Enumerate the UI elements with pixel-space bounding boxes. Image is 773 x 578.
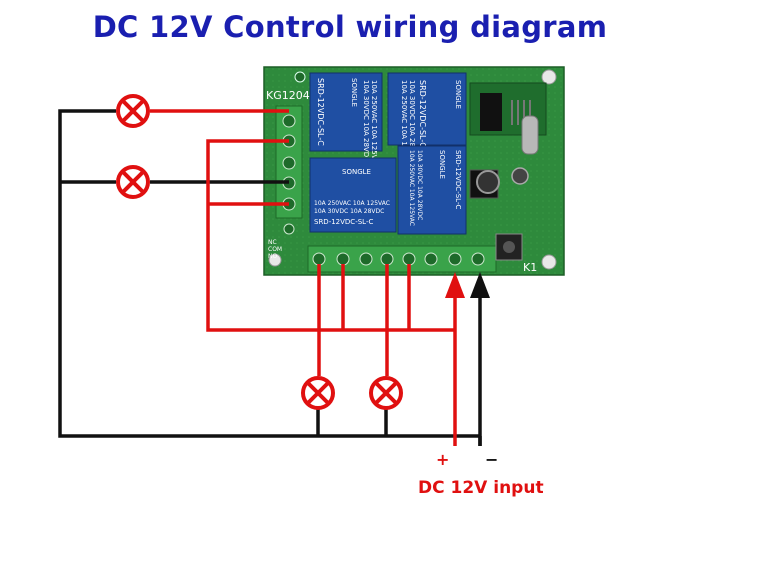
terminal-screw-icon [448, 252, 462, 266]
relay-rating: 10A 250VAC 10A 125VAC [370, 80, 378, 169]
relay-board: KG1204 NC COM NO K1 [263, 66, 565, 276]
capacitor-icon [476, 170, 500, 194]
negative-label: − [485, 450, 499, 469]
relay-brand: SONGLE [350, 78, 358, 107]
capacitor-icon [511, 167, 529, 185]
terminal-screw-icon [283, 223, 295, 235]
relay-rating: 10A 250VAC 10A 125VAC [314, 200, 390, 207]
diagram-title: DC 12V Control wiring diagram [92, 10, 608, 44]
mounting-hole-icon [541, 69, 557, 85]
relay-rating: 10A 30VDC 10A 28VDC [314, 208, 384, 215]
terminal-label-com: COM [268, 246, 282, 253]
negative-wiring [58, 109, 482, 446]
mounting-hole-icon [268, 253, 282, 267]
relay-model: SRD-12VDC-SL-C [454, 150, 462, 209]
relay-rating: 10A 30VDC 10A 28VDC [416, 150, 423, 220]
relay-3: SONGLE 10A 250VAC 10A 125VAC 10A 30VDC 1… [309, 157, 397, 233]
relay-2: SONGLE 10A 250VAC 10A 125VAC 10A 30VDC 1… [387, 72, 467, 169]
terminal-screw-icon [282, 114, 296, 128]
relay-brand: SONGLE [438, 150, 446, 179]
relay-brand: SONGLE [454, 80, 462, 109]
terminal-screw-icon [359, 252, 373, 266]
terminal-screw-icon [336, 252, 350, 266]
terminal-label-nc: NC [268, 239, 277, 246]
relay-model: SRD-12VDC-SL-C [316, 78, 325, 146]
terminal-screw-icon [402, 252, 416, 266]
antenna-coil [521, 115, 539, 155]
negative-arrow-icon [470, 272, 490, 298]
terminal-screw-icon [471, 252, 485, 266]
terminal-screw-icon [424, 252, 438, 266]
relay-rating: 10A 250VAC 10A 125VAC [400, 80, 408, 169]
bottom-terminal-block [307, 245, 497, 273]
ground-symbol-icon [294, 71, 306, 83]
terminal-screw-icon [282, 156, 296, 170]
button-cap-icon [503, 241, 515, 253]
relay-1: SONGLE 10A 250VAC 10A 125VAC 10A 30VDC 1… [309, 72, 383, 169]
lamp-3 [301, 376, 335, 410]
lamp-2 [116, 165, 150, 199]
positive-arrow-icon [445, 272, 465, 298]
relay-rating: 10A 30VDC 10A 28VDC [408, 80, 416, 162]
receiver-chip [480, 93, 502, 131]
positive-wiring [150, 109, 457, 446]
terminal-screw-icon [312, 252, 326, 266]
lamp-1 [116, 94, 150, 128]
board-model-label: KG1204 [266, 89, 310, 102]
relay-model: SRD-12VDC-SL-C [418, 80, 427, 148]
relay-rating: 10A 30VDC 10A 28VDC [362, 80, 370, 162]
terminal-label-no: NO [268, 253, 277, 260]
relay-model: SRD-12VDC-SL-C [314, 218, 373, 226]
terminal-screw-icon [380, 252, 394, 266]
mounting-hole-icon [541, 254, 557, 270]
button-label: K1 [523, 261, 537, 274]
relay-4: SONGLE 10A 250VAC 10A 125VAC 10A 30VDC 1… [397, 145, 467, 235]
relay-brand: SONGLE [342, 168, 371, 176]
positive-label: + [436, 450, 450, 469]
power-input-label: DC 12V input [418, 478, 544, 498]
lamp-4 [369, 376, 403, 410]
relay-rating: 10A 250VAC 10A 125VAC [408, 150, 415, 226]
